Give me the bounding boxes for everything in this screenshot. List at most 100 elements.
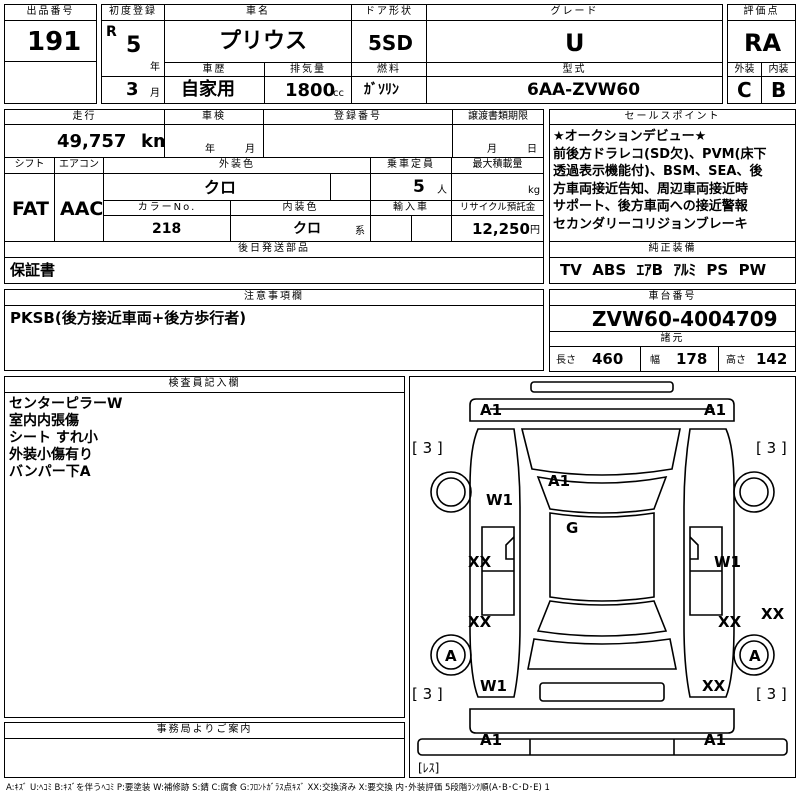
hood-icon [520,428,681,476]
later-parts-value: 保証書 [10,261,56,279]
capacity-label: 乗車定員 [370,157,452,174]
door-label: ドア形状 [351,4,427,21]
import-label: 輸入車 [370,200,452,216]
chassis-value: ZVW60-4004709 [592,307,778,331]
shift-box: FAT [4,173,55,242]
inspection-month-unit: 月 [245,144,255,155]
sales-point-line: ★オークションデビュー★ [553,129,707,144]
era: R [106,24,117,40]
inspection-year-unit: 年 [205,144,215,155]
fuel-box: ｶﾞｿﾘﾝ [351,76,427,104]
mark-w1-bottom-left: W1 [480,677,507,695]
inspector-note: シート すれ小 [9,430,98,446]
car-diagram-panel: A1 A1 [ 3 ] [ 3 ] A1 W1 G XX W1 XX XX XX… [409,376,796,778]
recycle-value: 12,250 [472,220,530,238]
sales-points-box: ★オークションデビュー★ 前後方ドラレコ(SD欠)、PVM(床下 透過表示機能付… [549,124,796,242]
first-reg-month-box: 3 月 [101,76,165,104]
door-box: 5SD [351,20,427,63]
chassis-label: 車台番号 [549,289,796,306]
mark-xx-right-edge: XX [761,605,785,623]
grade-box: U [426,20,723,63]
first-reg-box: R 5 年 [101,20,165,77]
legend-text: A:ｷｽﾞ U:ﾍｺﾐ B:ｷｽﾞを伴うﾍｺﾐ P:要塗装 W:補修跡 S:錆 … [6,783,550,793]
transfer-month-unit: 月 [487,144,497,155]
mileage-label: 走行 [4,109,165,125]
caution-value: PKSB(後方接近車両+後方歩行者) [10,309,247,327]
dims-box: 長さ 460 幅 178 高さ 142 [549,346,796,372]
mark-a1-windshield: A1 [548,472,571,490]
max-load-label: 最大積載量 [451,157,544,174]
length-value: 460 [592,350,624,368]
chassis-box: ZVW60-4004709 [549,305,796,332]
equipment-value: TV ABS ｴｱB ｱﾙﾐ PS PW [560,261,767,279]
rear-bumper-icon [469,708,735,734]
wheel-front-right-icon [733,471,775,513]
lot-number: 191 [27,27,82,57]
left-mirror-icon [505,536,515,560]
ext-color-value: クロ [204,178,237,197]
reg-month: 3 [126,79,139,100]
transfer-doc-label: 譲渡書類期限 [452,109,544,125]
mark-a1-front-right: A1 [704,401,727,419]
mark-a-right-wheel: A [749,647,761,665]
office-box [4,738,405,778]
displacement-box: 1800 cc [264,76,352,104]
capacity-unit: 人 [437,185,447,196]
mark-a1-front-left: A1 [480,401,503,419]
windshield-icon [536,475,668,514]
rear-plate-icon [539,682,665,702]
aircon-box: AAC [54,173,104,242]
right-mirror-icon [689,536,699,560]
mark-3-bottom-left: [ 3 ] [412,685,443,703]
sales-points-label: セールスポイント [549,109,796,125]
exterior-score-box: C [727,76,762,104]
capacity-box: 5 人 [370,173,452,201]
mark-xx-right-rear-door: XX [718,613,742,631]
capacity-value: 5 [413,177,425,197]
sales-point-line: 透過表示機能付)、BSM、SEA、後 [553,164,763,179]
recycle-box: 12,250 円 [451,215,544,242]
mark-xx-left-rear-door: XX [468,613,492,631]
equipment-label: 純正装備 [549,241,796,258]
mark-a1-rear-right: A1 [704,731,727,749]
color-no-value: 218 [152,221,182,237]
mark-g-roof: G [566,519,579,537]
mark-3-left: [ 3 ] [412,439,443,457]
rear-window-icon [536,600,668,637]
trunk-icon [527,638,677,670]
model-box: 6AA-ZVW60 [426,76,723,104]
score-box: RA [727,20,796,63]
recycle-label: リサイクル預託金 [451,200,544,216]
car-name-label: 車名 [164,4,352,21]
int-color-value: クロ [293,221,321,237]
left-side-body-icon [469,428,521,698]
int-color-box: クロ 系 [230,215,371,242]
right-side-body-icon [683,428,735,698]
int-color-unit: 系 [355,226,365,237]
wheel-front-left-icon [430,471,472,513]
sales-point-line: サポート、後方車両への接近警報 [553,199,748,214]
inspection-label: 車検 [164,109,264,125]
ext-color-label: 外装色 [103,157,371,174]
height-value: 142 [756,350,788,368]
max-load-box: kg [451,173,544,201]
inspector-note: センターピラーW [9,396,123,412]
left-doors-icon [481,526,515,616]
ext-color-box: クロ [103,173,371,201]
length-label: 長さ [556,355,576,366]
dims-divider-1 [640,346,641,372]
int-color-label: 内装色 [230,200,371,216]
car-diagram [417,381,788,756]
history-value: 自家用 [181,79,235,100]
reg-no-box [263,124,453,158]
dims-label: 諸元 [549,331,796,347]
exterior-score: C [737,78,752,102]
model-value: 6AA-ZVW60 [527,80,641,100]
mark-3-bottom-right: [ 3 ] [756,685,787,703]
rear-undercarriage-icon [417,738,788,756]
lot-label: 出品番号 [4,4,97,21]
width-label: 幅 [650,355,660,366]
wheel-rear-left-icon [430,634,472,676]
dims-divider-2 [718,346,719,372]
